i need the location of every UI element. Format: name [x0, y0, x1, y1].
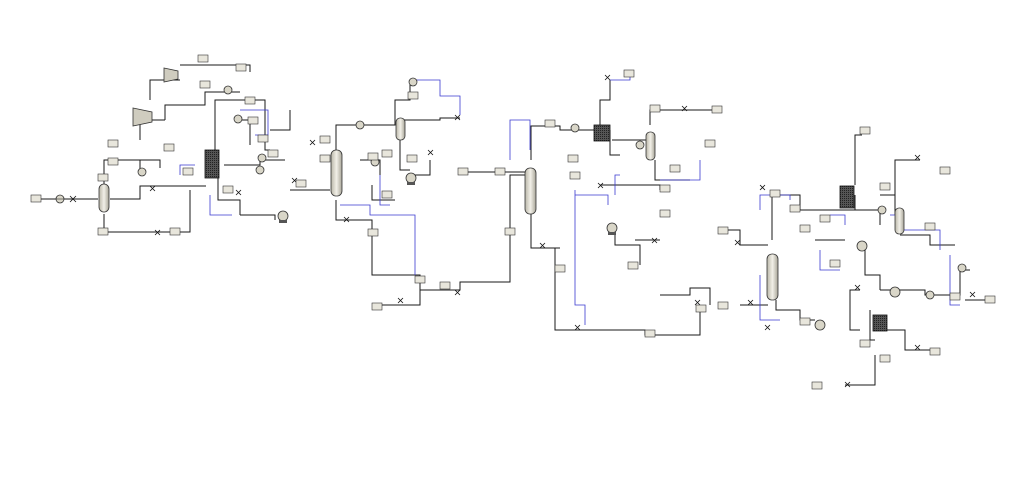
energy-streams-4 [759, 194, 960, 321]
material-streams-2 [290, 80, 490, 306]
energy-streams-3 [509, 72, 701, 325]
section-1 [30, 54, 298, 236]
feed-heater [55, 194, 65, 204]
stream-tags-4 [717, 126, 996, 390]
valves-1 [69, 177, 298, 236]
material-streams-3 [462, 80, 712, 336]
distillation-column-3 [524, 167, 537, 215]
section-4 [717, 126, 996, 390]
valves-4 [734, 154, 976, 388]
energy-streams-1 [179, 109, 269, 216]
distillation-column-4 [766, 253, 779, 301]
reactor-hatched [204, 149, 220, 179]
stream-tags-3 [457, 69, 729, 338]
flash-drum-2 [395, 117, 406, 141]
flash-drum-4 [894, 207, 905, 235]
stream-tags-2 [295, 91, 451, 311]
material-streams-1 [36, 64, 291, 233]
distillation-column-2 [330, 149, 343, 197]
compressor-2 [163, 67, 179, 83]
compressor-1 [132, 107, 153, 127]
pump-1 [277, 210, 289, 223]
section-3 [457, 69, 729, 338]
flash-drum-3 [645, 131, 656, 161]
heat-exchangers-1 [137, 85, 267, 177]
reboiler-hatched-4 [872, 314, 888, 332]
valves-3 [539, 74, 701, 331]
pump-2 [405, 172, 417, 185]
energy-streams-2 [340, 79, 461, 275]
heat-exchangers-3 [570, 123, 645, 150]
section-2 [290, 77, 490, 311]
stream-tags-1 [30, 54, 279, 236]
pumps-4 [814, 240, 901, 331]
valves-2 [309, 114, 461, 304]
condenser-hatched-4 [839, 185, 855, 209]
heat-exchangers-4 [877, 205, 967, 300]
condenser-hatched-3 [593, 124, 611, 142]
flash-drum-1 [98, 183, 110, 213]
pump-3 [606, 222, 618, 235]
